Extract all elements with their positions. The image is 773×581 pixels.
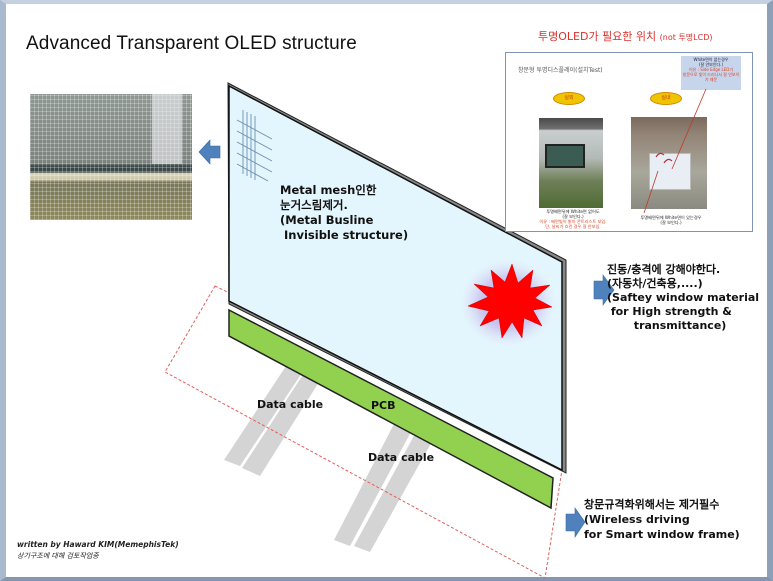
arrow-left-icon (198, 139, 221, 165)
indoor-caption-1: 투명배면뒤에 White면이 있는경우 (640, 215, 702, 220)
metal-mesh-grid (236, 110, 273, 182)
callout-line-2: (잘 안보인다.) (698, 62, 724, 67)
photo-light-reflection (152, 94, 182, 164)
inset-pointer-lines (643, 88, 707, 214)
data-cable-label-1: Data cable (257, 398, 324, 411)
transparent-oled-panel (228, 84, 563, 472)
impact-starburst-icon (467, 263, 553, 339)
callout-line-1: White면이 없는경우 (693, 57, 729, 62)
inset-slide: 창문형 투명디스플레이(설치Test) White면이 없는경우 (잘 안보인다… (505, 52, 753, 232)
inset-title-main: 투명OLED가 필요한 위치 (538, 30, 657, 43)
footer-note: 상기구조에 대해 검토작업중 (17, 552, 99, 560)
outdoor-photo (539, 118, 603, 208)
indoor-caption-2: (잘 보인다.) (660, 220, 682, 225)
outdoor-caption-3: 이유 : 배면빛이 밝아 콘트라스트 보임. (539, 219, 607, 224)
pcb-board (228, 308, 554, 510)
wireless-label: 창문규격화위해서는 제거필수 (Wireless driving for Sma… (584, 498, 740, 541)
indoor-photo (631, 117, 707, 209)
inset-callout: White면이 없는경우 (잘 안보인다.) 이유 : Side Edge LE… (681, 56, 741, 90)
outdoor-caption-1: 투명배면뒤에 White면 없어도 (546, 209, 600, 214)
oval-outdoor: 실외 (553, 92, 585, 105)
indoor-caption: 투명배면뒤에 White면이 있는경우 (잘 보인다.) (626, 215, 716, 225)
arrow-right-wireless-icon (565, 507, 586, 538)
outdoor-caption-2: (잘 보인다.) (562, 214, 584, 219)
inset-header: 창문형 투명디스플레이(설치Test) (518, 67, 603, 74)
wireless-zone-outline (164, 285, 565, 579)
inset-title-suffix: (not 투명LCD) (659, 33, 713, 42)
impact-label: 진동/충격에 강해야한다. (자동차/건축용,....) (Saftey win… (607, 263, 760, 332)
inset-title: 투명OLED가 필요한 위치 (not 투명LCD) (538, 28, 712, 44)
oval-indoor: 실내 (650, 92, 682, 105)
outdoor-caption: 투명배면뒤에 White면 없어도 (잘 보인다.) 이유 : 배면빛이 밝아 … (528, 209, 618, 229)
data-cable-label-2: Data cable (368, 451, 435, 464)
author-credit: written by Haward KIM(MemephisTek) (17, 540, 179, 549)
arrow-right-impact-icon (593, 274, 615, 306)
data-cable-2 (334, 424, 434, 552)
metal-mesh-photo (30, 94, 192, 220)
callout-line-4: 창문으로 빛이 드러나서 잘 안보이기 때문 (682, 72, 740, 82)
mesh-label: Metal mesh인한 눈거스림제거. (Metal Busline Invi… (280, 183, 409, 242)
pcb-label: PCB (371, 399, 396, 412)
callout-line-3: 이유 : Side Edge LED가 (688, 67, 734, 72)
outdoor-display (545, 144, 585, 168)
data-cable-1 (224, 366, 324, 476)
outdoor-caption-4: 단, 날씨가 흐린 경우 잘 안보임. (545, 224, 601, 229)
slide-title: Advanced Transparent OLED structure (26, 33, 357, 54)
